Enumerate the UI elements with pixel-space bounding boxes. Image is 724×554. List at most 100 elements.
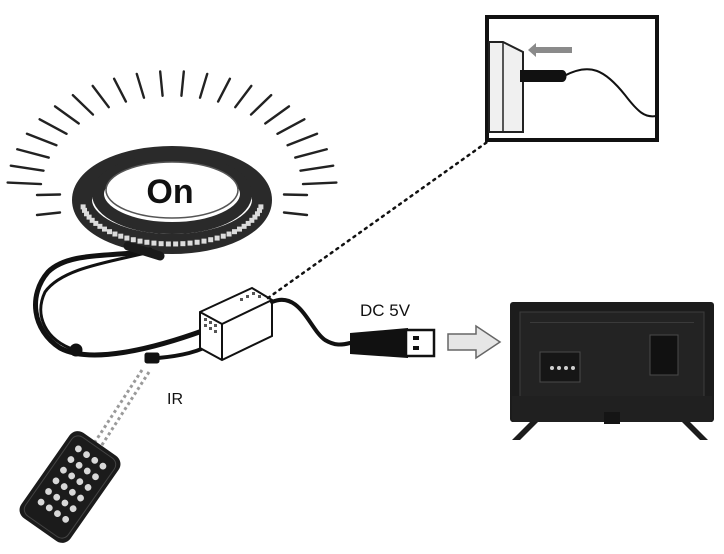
led-chip <box>241 223 247 229</box>
led-chip <box>118 233 124 239</box>
glow-ray <box>276 118 306 135</box>
remote-button <box>69 505 77 513</box>
glow-ray <box>135 72 146 99</box>
remote-button <box>54 510 61 518</box>
led-chip <box>237 226 243 232</box>
led-chip <box>82 207 88 213</box>
led-chip <box>112 231 118 237</box>
led-chip <box>151 240 157 246</box>
led-chips <box>80 204 264 247</box>
led-chip <box>101 226 107 232</box>
led-chip <box>201 238 207 244</box>
led-chip <box>144 239 150 245</box>
remote-button <box>60 483 68 490</box>
glow-ray <box>38 118 68 135</box>
glow-ray <box>264 105 291 125</box>
led-chip <box>214 235 220 241</box>
ir-remote-icon <box>19 431 121 543</box>
led-chip <box>208 237 214 243</box>
remote-button <box>45 488 52 495</box>
glow-ray <box>282 211 309 217</box>
remote-button <box>52 477 60 485</box>
led-chip <box>258 204 264 210</box>
remote-button <box>68 488 76 496</box>
glow-ray <box>35 211 62 217</box>
controller-box-icon <box>199 286 273 362</box>
remote-buttons <box>37 445 107 523</box>
glow-ray <box>299 164 335 172</box>
glow-ray <box>9 164 45 172</box>
glow-ray <box>35 193 62 197</box>
led-chip <box>107 229 113 235</box>
glow-ray <box>282 193 309 197</box>
led-chip <box>93 220 99 226</box>
led-chip <box>249 217 255 223</box>
remote-button <box>91 456 99 464</box>
led-chip <box>187 240 193 246</box>
glow-ray <box>25 132 58 147</box>
usb-socket-icon <box>485 15 659 142</box>
ir-beam <box>91 369 151 449</box>
receiver-label: IR <box>167 391 183 408</box>
led-strip-icon <box>72 146 272 254</box>
remote-button <box>99 462 107 470</box>
callout-line <box>266 138 492 300</box>
led-chip <box>231 229 237 235</box>
glow-ray <box>301 181 338 186</box>
usb-cable <box>270 297 352 347</box>
remote-button <box>83 451 90 459</box>
strip-cable <box>33 241 208 358</box>
remote-button <box>45 504 53 512</box>
led-chip <box>180 241 186 247</box>
remote-button <box>67 456 75 463</box>
led-chip <box>124 235 130 241</box>
led-chip <box>80 204 86 210</box>
glow-ray <box>216 77 232 103</box>
glow-rays <box>6 70 338 217</box>
led-chip <box>165 241 171 247</box>
glow-ray <box>112 77 128 103</box>
led-chip <box>194 239 200 245</box>
usb-plug-icon <box>350 328 436 358</box>
led-chip <box>173 241 179 247</box>
led-chip <box>220 233 226 239</box>
remote-button <box>53 493 61 501</box>
right-arrow-icon <box>447 324 502 360</box>
glow-ray <box>234 84 253 109</box>
glow-ray <box>198 72 209 99</box>
remote-button <box>83 467 91 475</box>
led-chip <box>158 241 164 247</box>
glow-ray <box>53 105 80 125</box>
led-chip <box>97 223 103 229</box>
strip-state-label: On <box>146 173 193 211</box>
glow-ray <box>286 132 319 147</box>
remote-button <box>37 498 45 506</box>
remote-button <box>60 466 67 474</box>
remote-button <box>77 494 84 502</box>
led-chip <box>89 217 95 223</box>
glow-ray <box>71 93 95 116</box>
remote-button <box>61 499 69 507</box>
led-chip <box>84 211 90 217</box>
led-chip <box>252 214 258 220</box>
power-label: DC 5V <box>360 301 411 320</box>
glow-ray <box>180 70 186 97</box>
led-chip <box>86 214 92 220</box>
remote-button <box>74 445 82 453</box>
remote-button <box>92 473 99 481</box>
led-chip <box>130 237 136 243</box>
remote-button <box>62 515 70 523</box>
remote-button <box>75 461 83 469</box>
led-chip <box>256 207 262 213</box>
led-chip <box>245 220 251 226</box>
glow-ray <box>294 148 328 159</box>
led-chip <box>226 231 232 237</box>
glow-ray <box>249 93 273 116</box>
led-chip <box>254 211 260 217</box>
remote-button <box>76 478 84 486</box>
glow-ray <box>91 84 110 109</box>
tv-icon <box>510 302 714 440</box>
glow-ray <box>158 70 164 97</box>
remote-button <box>84 484 92 491</box>
